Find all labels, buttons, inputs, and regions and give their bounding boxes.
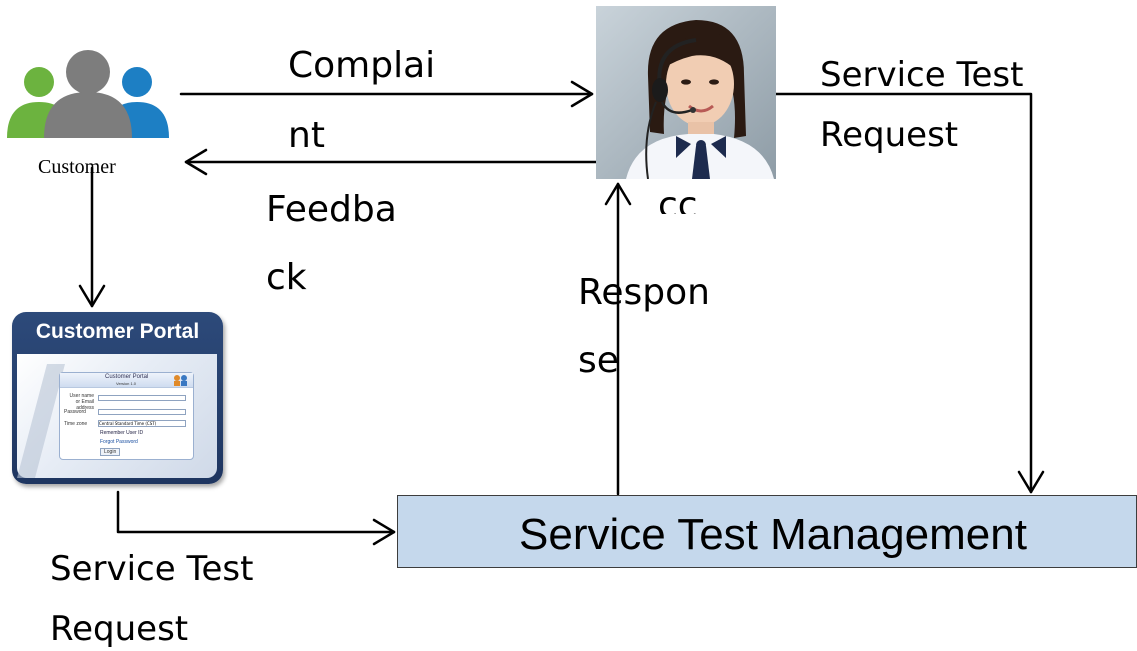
service-test-request-top-arrow xyxy=(774,92,1033,494)
service-test-request-top-line2: Request xyxy=(820,115,959,155)
feedback-label-line2: ck xyxy=(266,257,307,298)
users-icon xyxy=(174,375,187,386)
portal-screenshot: Customer Portal Version 1.0 User name or… xyxy=(17,354,217,478)
complaint-label-line1: Complai xyxy=(288,45,436,86)
username-input[interactable] xyxy=(98,395,186,401)
field-label-username: User name or Email address xyxy=(69,393,94,411)
response-label-line1: Respon xyxy=(578,272,710,313)
remember-checkbox-label[interactable]: Remember User ID xyxy=(100,430,144,436)
portal-title: Customer Portal xyxy=(35,320,200,343)
operator-label: cc xyxy=(658,188,698,214)
customer-portal-window[interactable]: Customer Portal Customer Portal Version … xyxy=(12,312,223,484)
login-card: Customer Portal Version 1.0 User name or… xyxy=(59,372,194,460)
portal-backdrop-shape xyxy=(17,364,65,478)
service-test-request-bottom-line1: Service Test xyxy=(50,549,254,589)
operator-photo xyxy=(596,6,776,179)
password-input[interactable] xyxy=(98,409,186,415)
complaint-label-line2: nt xyxy=(288,115,325,156)
login-button[interactable]: Login xyxy=(100,448,121,456)
field-label-timezone: Time zone xyxy=(64,421,88,427)
service-test-request-bottom-line2: Request xyxy=(50,609,189,649)
service-test-request-bottom-arrow xyxy=(116,490,396,534)
customer-label: Customer xyxy=(38,156,116,178)
timezone-select[interactable]: Central Standard Time (CST) xyxy=(98,420,186,427)
forgot-password-link[interactable]: Forgot Password xyxy=(100,439,138,445)
service-test-management-box[interactable]: Service Test Management xyxy=(397,495,1137,568)
service-test-management-label: Service Test Management xyxy=(519,510,1027,559)
customer-group-icon xyxy=(7,50,169,138)
response-label-line2: se xyxy=(578,340,619,381)
service-test-request-top-line1: Service Test xyxy=(820,55,1024,95)
feedback-label-line1: Feedba xyxy=(266,189,397,230)
field-label-password: Password xyxy=(64,409,86,415)
login-card-version: Version 1.0 xyxy=(116,381,137,386)
login-card-title: Customer Portal xyxy=(105,374,149,380)
login-card-header xyxy=(60,373,193,388)
